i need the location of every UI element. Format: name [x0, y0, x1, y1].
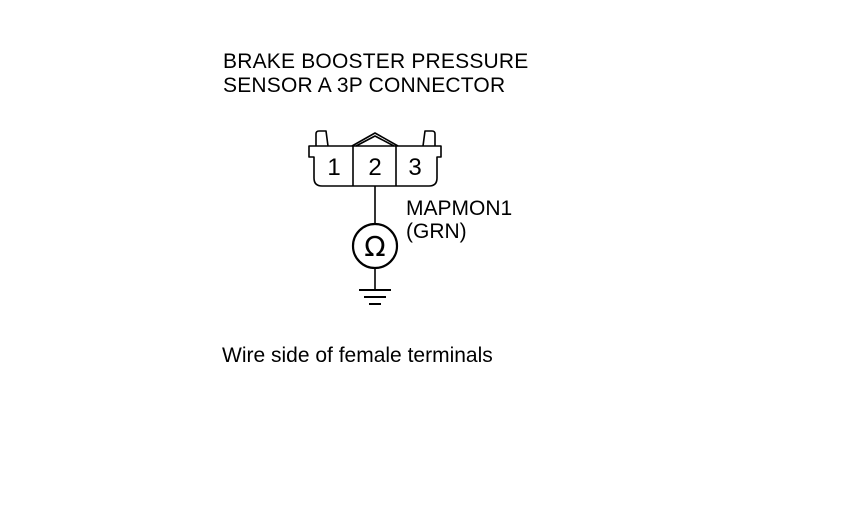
wire-color: (GRN): [406, 220, 467, 243]
wire-name: MAPMON1: [406, 197, 513, 220]
terminal-view-caption: Wire side of female terminals: [222, 344, 493, 367]
pin-1-label: 1: [327, 154, 340, 181]
pin-2-label: 2: [368, 154, 381, 181]
title-line-2: SENSOR A 3P CONNECTOR: [223, 74, 506, 97]
wire-label: MAPMON1 (GRN): [406, 197, 512, 243]
pin-3-label: 3: [408, 154, 421, 181]
ohmmeter-icon: Ω: [351, 222, 399, 270]
title-line-1: BRAKE BOOSTER PRESSURE: [223, 50, 529, 73]
ground-icon: [359, 289, 391, 305]
connector-title: BRAKE BOOSTER PRESSURE SENSOR A 3P CONNE…: [223, 50, 528, 98]
ohm-symbol: Ω: [364, 230, 385, 263]
